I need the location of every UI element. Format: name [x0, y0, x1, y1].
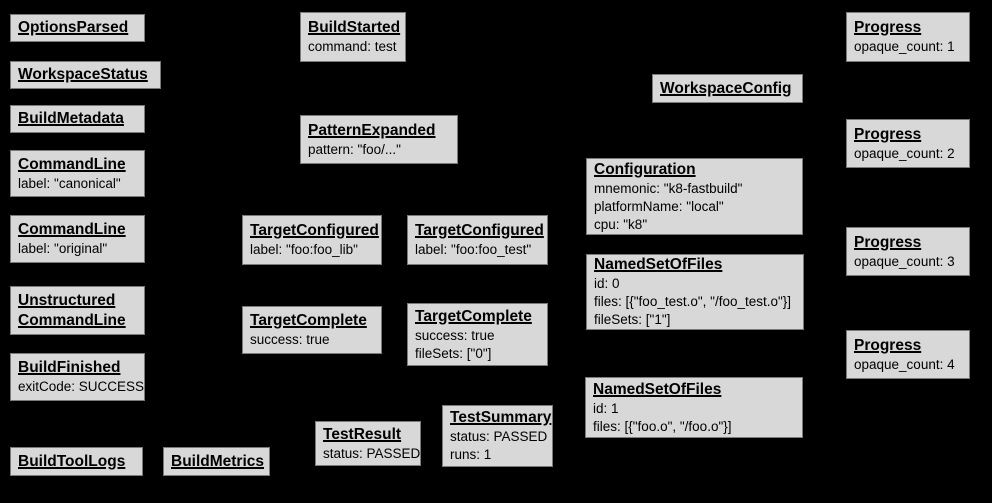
node-attribute-line: pattern: "foo/..." — [308, 141, 401, 157]
node-attribute-line: status: PASSED — [450, 429, 548, 444]
diagram-node-progress-3: Progress opaque_count: 3 — [846, 227, 970, 276]
node-attribute-line: fileSets: ["1"] — [594, 312, 671, 327]
node-attribute-line: opaque_count: 1 — [854, 39, 955, 54]
node-title: BuildStarted — [308, 19, 401, 36]
diagram-node-configuration: Configuration mnemonic: "k8-fastbuild" pla… — [586, 158, 803, 235]
node-attribute-line: exitCode: SUCCESS — [18, 379, 145, 394]
node-attribute-line: success: true — [415, 327, 495, 343]
diagram-node-workspace-status: WorkspaceStatus — [10, 61, 161, 89]
diagram-node-progress-1: Progress opaque_count: 1 — [846, 12, 970, 62]
node-attribute-line: opaque_count: 3 — [854, 253, 955, 269]
diagram-node-workspace-config: WorkspaceConfig — [652, 74, 803, 103]
node-title: CommandLine — [18, 221, 126, 238]
node-attribute-line: fileSets: ["0"] — [415, 345, 492, 361]
node-title: Progress — [854, 336, 922, 354]
diagram-node-test-result: TestResult status: PASSED — [315, 421, 421, 466]
node-attribute-line: opaque_count: 2 — [854, 145, 955, 161]
node-title: Configuration — [594, 160, 696, 178]
node-title: WorkspaceStatus — [18, 66, 148, 83]
node-attribute-line: id: 0 — [594, 276, 620, 291]
node-attribute-line: files: [{"foo.o", "/foo.o"}] — [593, 418, 732, 434]
diagram-node-build-metadata: BuildMetadata — [10, 105, 145, 133]
node-attribute-line: label: "foo:foo_lib" — [250, 242, 358, 257]
node-title: TargetConfigured — [415, 222, 544, 239]
node-attribute-line: id: 1 — [593, 400, 619, 416]
diagram-node-progress-4: Progress opaque_count: 4 — [846, 330, 970, 379]
diagram-node-target-configured-foo-test: TargetConfigured label: "foo:foo_test" — [407, 215, 548, 265]
node-attribute-line: label: "canonical" — [18, 175, 121, 191]
node-title: Progress — [854, 125, 922, 143]
node-attribute-line: command: test — [308, 39, 397, 54]
diagram-node-progress-2: Progress opaque_count: 2 — [846, 119, 970, 168]
diagram-node-build-tool-logs: BuildToolLogs — [10, 447, 143, 476]
diagram-node-named-set-of-files-1: NamedSetOfFiles id: 1 files: [{"foo.o", "/… — [585, 377, 803, 438]
node-title: TestSummary — [450, 409, 552, 426]
node-title: TestResult — [323, 425, 402, 443]
diagram-node-build-finished: BuildFinished exitCode: SUCCESS — [10, 353, 145, 401]
node-title: PatternExpanded — [308, 121, 436, 139]
node-title: TargetConfigured — [250, 222, 379, 239]
diagram-node-command-line-original: CommandLine label: "original" — [10, 215, 145, 263]
node-title: TargetComplete — [415, 307, 532, 325]
node-title: BuildFinished — [18, 359, 121, 376]
node-title: WorkspaceConfig — [660, 79, 792, 97]
diagram-node-pattern-expanded: PatternExpanded pattern: "foo/..." — [300, 115, 458, 164]
diagram-node-options-parsed: OptionsParsed — [10, 14, 145, 42]
node-title: Unstructured — [18, 291, 116, 309]
diagram-node-named-set-of-files-0: NamedSetOfFiles id: 0 files: [{"foo_test.o… — [586, 254, 804, 330]
node-attribute-line: files: [{"foo_test.o", "/foo_test.o"}] — [594, 294, 792, 309]
diagram-node-build-metrics: BuildMetrics — [163, 447, 270, 476]
node-attribute-line: opaque_count: 4 — [854, 356, 955, 372]
node-title: BuildToolLogs — [18, 452, 126, 470]
diagram-node-target-complete-foo-lib: TargetComplete success: true — [242, 306, 382, 354]
diagram-node-build-started: BuildStarted command: test — [300, 12, 406, 62]
node-title: OptionsParsed — [18, 19, 129, 36]
node-title: CommandLine — [18, 155, 126, 173]
diagram-node-command-line-canonical: CommandLine label: "canonical" — [10, 150, 145, 197]
node-attribute-line: label: "original" — [18, 241, 108, 256]
node-title: TargetComplete — [250, 312, 367, 329]
diagram-node-target-complete-foo-test: TargetComplete success: true fileSets: ["0… — [407, 303, 548, 366]
node-title: NamedSetOfFiles — [594, 256, 723, 273]
node-title: BuildMetrics — [171, 452, 265, 470]
node-title: Progress — [854, 233, 922, 251]
diagram-node-test-summary: TestSummary status: PASSED runs: 1 — [442, 405, 553, 467]
node-attribute-line: mnemonic: "k8-fastbuild" — [594, 180, 743, 196]
diagram-node-target-configured-foo-lib: TargetConfigured label: "foo:foo_lib" — [242, 215, 382, 265]
node-title: Progress — [854, 19, 922, 36]
node-attribute-line: cpu: "k8" — [594, 216, 648, 232]
node-title: NamedSetOfFiles — [593, 380, 722, 398]
node-attribute-line: label: "foo:foo_test" — [415, 242, 532, 257]
node-attribute-line: status: PASSED — [323, 445, 421, 461]
node-attribute-line: success: true — [250, 332, 330, 347]
node-attribute-line: platformName: "local" — [594, 198, 724, 214]
node-title: CommandLine — [18, 311, 126, 329]
node-title: BuildMetadata — [18, 110, 124, 127]
node-attribute-line: runs: 1 — [450, 447, 492, 462]
